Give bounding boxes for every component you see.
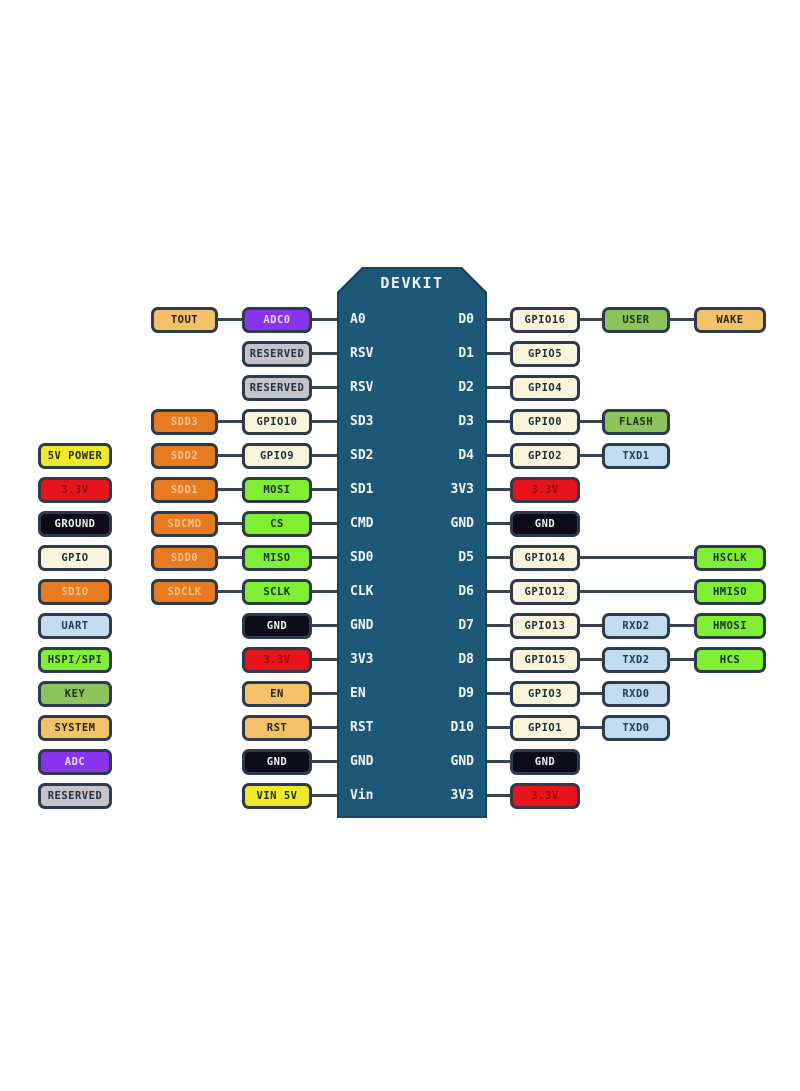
box-3-3v-right: 3.3V: [510, 783, 580, 809]
pin-label-d0-right: D0: [458, 312, 474, 327]
box-gpio1-right: GPIO1: [510, 715, 580, 741]
pin-label-3v3-right: 3V3: [450, 788, 474, 803]
box-txd2-right: TXD2: [602, 647, 670, 673]
box-hmiso-right: HMISO: [694, 579, 766, 605]
box-sdcmd-left: SDCMD: [151, 511, 218, 537]
box-gpio13-right: GPIO13: [510, 613, 580, 639]
chip-title: DEVKIT: [380, 274, 444, 292]
legend-key: KEY: [38, 681, 112, 707]
devkit-chip-fill: [339, 269, 485, 816]
box-gpio9-left: GPIO9: [242, 443, 312, 469]
box-en-left: EN: [242, 681, 312, 707]
box-gpio5-right: GPIO5: [510, 341, 580, 367]
box-gpio14-right: GPIO14: [510, 545, 580, 571]
pin-label-gnd-left: GND: [350, 754, 374, 769]
box-sdd2-left: SDD2: [151, 443, 218, 469]
box-txd1-right: TXD1: [602, 443, 670, 469]
legend-hspi-spi: HSPI/SPI: [38, 647, 112, 673]
box-flash-right: FLASH: [602, 409, 670, 435]
pin-label-gnd-right: GND: [450, 754, 474, 769]
pin-label-rsv-left: RSV: [350, 346, 374, 361]
connector-right-d6-8: [483, 590, 730, 593]
pin-label-gnd-left: GND: [350, 618, 374, 633]
box-gpio16-right: GPIO16: [510, 307, 580, 333]
pin-label-d9-right: D9: [458, 686, 474, 701]
pin-label-a0-left: A0: [350, 312, 366, 327]
box-gpio0-right: GPIO0: [510, 409, 580, 435]
box-user-right: USER: [602, 307, 670, 333]
pin-label-sd1-left: SD1: [350, 482, 374, 497]
pin-label-en-left: EN: [350, 686, 366, 701]
legend-sdio: SDIO: [38, 579, 112, 605]
pin-label-cmd-left: CMD: [350, 516, 374, 531]
pin-label-gnd-right: GND: [450, 516, 474, 531]
box-gpio10-left: GPIO10: [242, 409, 312, 435]
box-txd0-right: TXD0: [602, 715, 670, 741]
pin-label-sd3-left: SD3: [350, 414, 374, 429]
box-rst-left: RST: [242, 715, 312, 741]
pin-label-clk-left: CLK: [350, 584, 374, 599]
box-adc0-left: ADC0: [242, 307, 312, 333]
box-hmosi-right: HMOSI: [694, 613, 766, 639]
pin-label-d8-right: D8: [458, 652, 474, 667]
box-rxd2-right: RXD2: [602, 613, 670, 639]
box-gpio3-right: GPIO3: [510, 681, 580, 707]
pin-label-d4-right: D4: [458, 448, 474, 463]
legend-system: SYSTEM: [38, 715, 112, 741]
box-gpio12-right: GPIO12: [510, 579, 580, 605]
box-hcs-right: HCS: [694, 647, 766, 673]
pin-label-d7-right: D7: [458, 618, 474, 633]
box-reserved-left: RESERVED: [242, 375, 312, 401]
box-gnd-left: GND: [242, 749, 312, 775]
box-sdd1-left: SDD1: [151, 477, 218, 503]
box-gnd-right: GND: [510, 749, 580, 775]
box-rxd0-right: RXD0: [602, 681, 670, 707]
box-sdd0-left: SDD0: [151, 545, 218, 571]
box-gpio4-right: GPIO4: [510, 375, 580, 401]
pin-label-rsv-left: RSV: [350, 380, 374, 395]
box-gnd-right: GND: [510, 511, 580, 537]
box-3-3v-right: 3.3V: [510, 477, 580, 503]
pin-label-d10-right: D10: [450, 720, 474, 735]
pin-label-d6-right: D6: [458, 584, 474, 599]
box-tout-left: TOUT: [151, 307, 218, 333]
box-gnd-left: GND: [242, 613, 312, 639]
box-mosi-left: MOSI: [242, 477, 312, 503]
legend-gpio: GPIO: [38, 545, 112, 571]
pin-label-sd0-left: SD0: [350, 550, 374, 565]
pin-label-vin-left: Vin: [350, 788, 374, 803]
pin-label-3v3-left: 3V3: [350, 652, 374, 667]
legend-3-3v: 3.3V: [38, 477, 112, 503]
pin-label-3v3-right: 3V3: [450, 482, 474, 497]
legend-uart: UART: [38, 613, 112, 639]
pin-label-rst-left: RST: [350, 720, 374, 735]
box-cs-left: CS: [242, 511, 312, 537]
box-hsclk-right: HSCLK: [694, 545, 766, 571]
legend-5v-power: 5V POWER: [38, 443, 112, 469]
legend-adc: ADC: [38, 749, 112, 775]
box-sdd3-left: SDD3: [151, 409, 218, 435]
box-reserved-left: RESERVED: [242, 341, 312, 367]
pin-label-d1-right: D1: [458, 346, 474, 361]
box-sdclk-left: SDCLK: [151, 579, 218, 605]
pin-label-sd2-left: SD2: [350, 448, 374, 463]
box-gpio2-right: GPIO2: [510, 443, 580, 469]
box-vin-5v-left: VIN 5V: [242, 783, 312, 809]
legend-ground: GROUND: [38, 511, 112, 537]
box-3-3v-left: 3.3V: [242, 647, 312, 673]
connector-right-d5-7: [483, 556, 730, 559]
pin-label-d5-right: D5: [458, 550, 474, 565]
pin-label-d3-right: D3: [458, 414, 474, 429]
pin-label-d2-right: D2: [458, 380, 474, 395]
box-miso-left: MISO: [242, 545, 312, 571]
box-wake-right: WAKE: [694, 307, 766, 333]
box-sclk-left: SCLK: [242, 579, 312, 605]
box-gpio15-right: GPIO15: [510, 647, 580, 673]
devkit-chip-body: [337, 267, 487, 818]
legend-reserved: RESERVED: [38, 783, 112, 809]
